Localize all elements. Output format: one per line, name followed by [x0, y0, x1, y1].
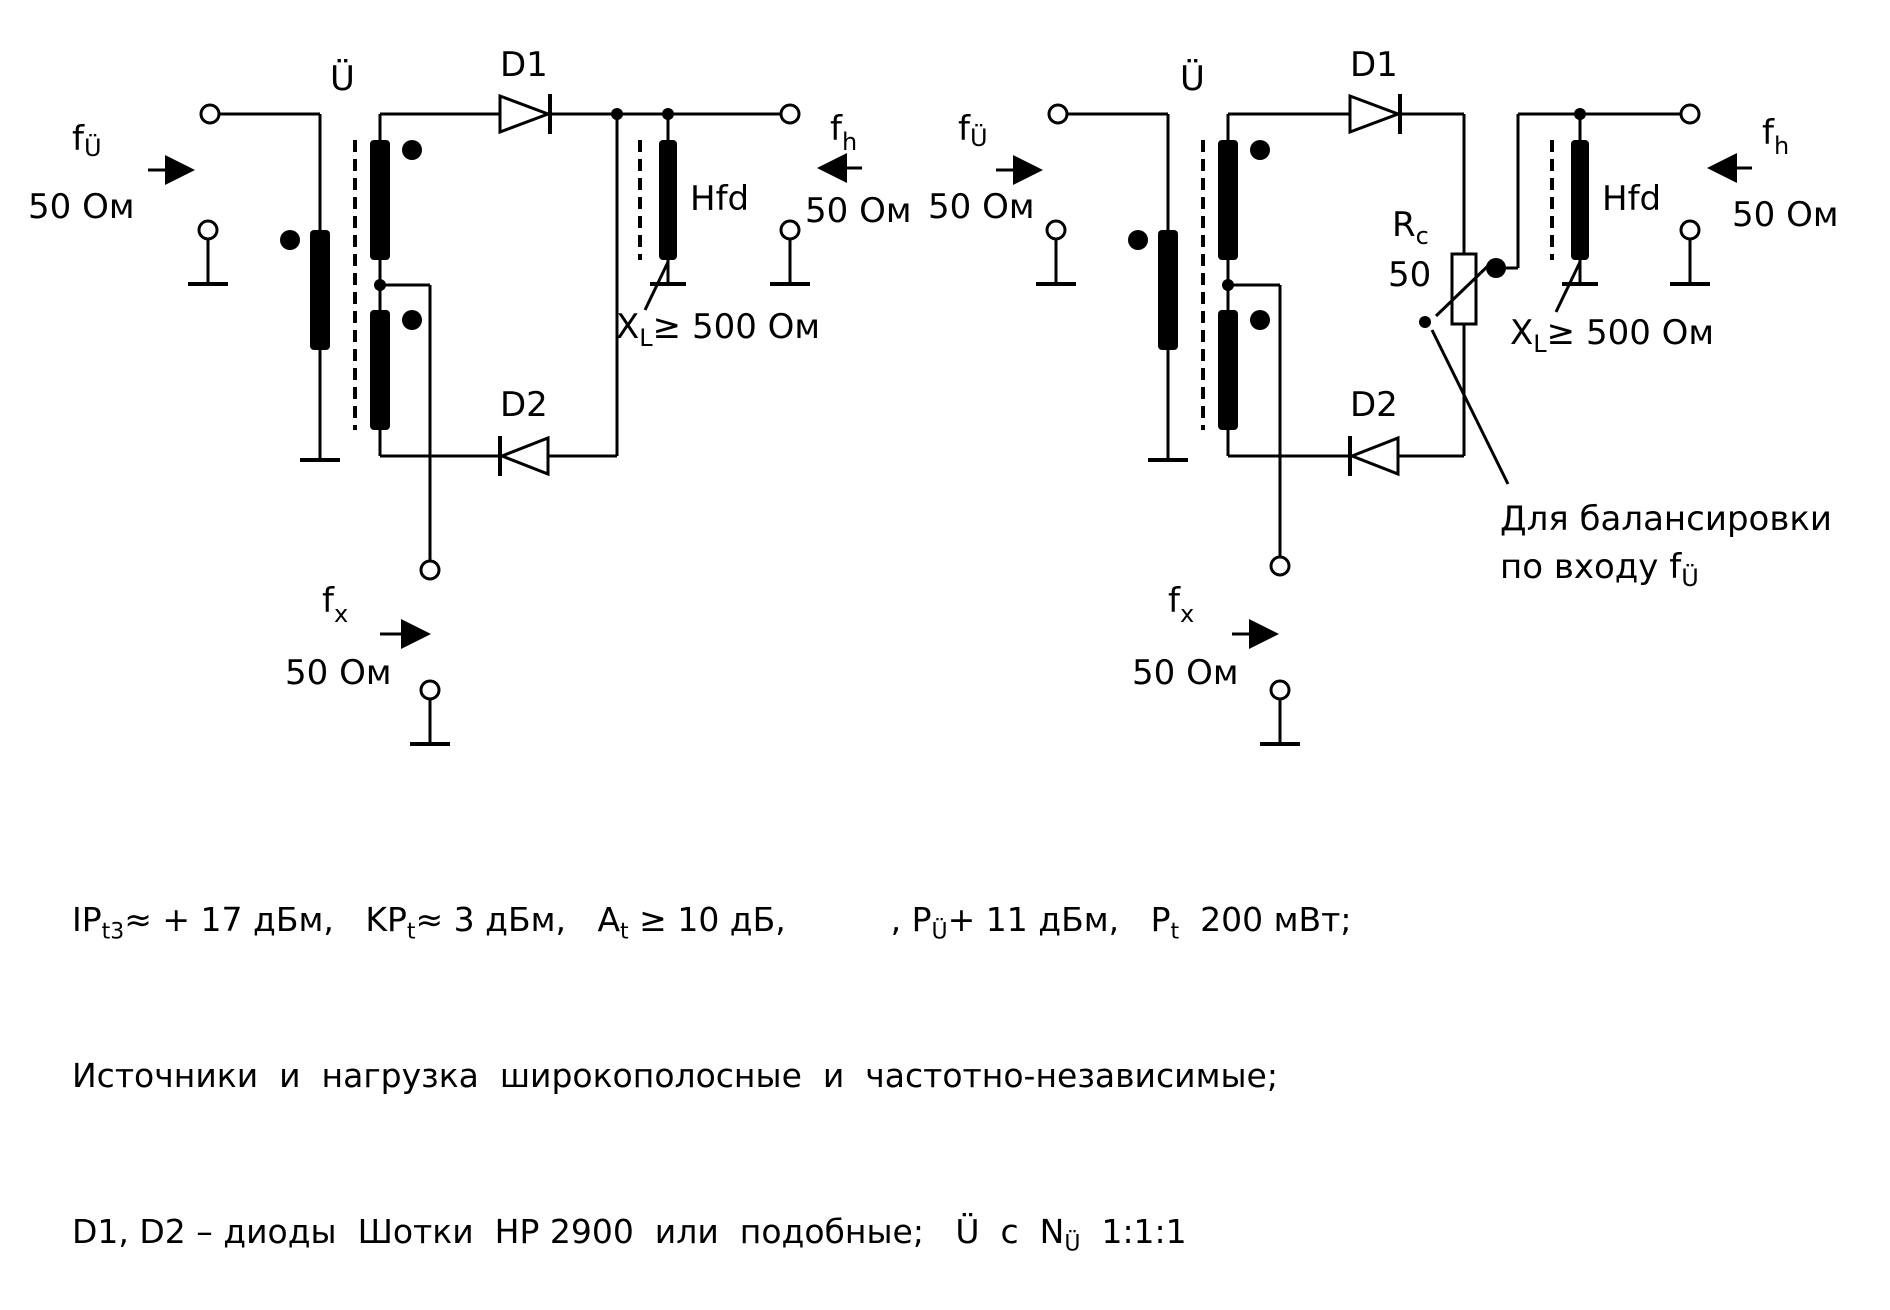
fx-terminal-ground [419, 679, 441, 701]
fh-label-right: fh [1762, 113, 1789, 160]
fh-impedance-right: 50 Ом [1732, 195, 1838, 235]
fu-terminal-ground-right [1045, 219, 1067, 241]
primary-coil [310, 230, 330, 350]
secondary-coil-lower-right [1218, 310, 1238, 430]
mixer-schematic: Ü D1 D2 Hfd XL≥ 500 Ом fÜ 50 Ом fh 50 Ом… [28, 45, 1838, 746]
fx-label: fx [322, 581, 348, 628]
fh-terminal-top [779, 103, 801, 125]
d2-label-right: D2 [1350, 385, 1398, 425]
secondary-coil-upper [370, 140, 390, 260]
spec-line-2: Источники и нагрузка широкополосные и ча… [72, 1056, 1278, 1095]
fu-label-right: fÜ [958, 109, 988, 152]
spec-notes: IPt3≈ + 17 дБм, KPt≈ 3 дБм, At ≥ 10 дБ, … [72, 790, 1351, 1310]
hfd-choke [659, 140, 677, 260]
rc-label: Rc [1392, 205, 1429, 250]
hfd-label: Hfd [690, 179, 749, 219]
fh-impedance: 50 Ом [805, 191, 911, 231]
fx-terminal-top [419, 559, 441, 581]
fh-terminal-ground-right [1679, 219, 1701, 241]
d1-label: D1 [500, 45, 548, 85]
secondary-coil-upper-right [1218, 140, 1238, 260]
fu-impedance-right: 50 Ом [928, 187, 1034, 227]
fx-label-right: fx [1168, 581, 1194, 628]
xl-label: XL≥ 500 Ом [616, 307, 820, 352]
fu-terminal-top [199, 103, 221, 125]
fx-impedance-right: 50 Ом [1132, 653, 1238, 693]
diode-d1-right [1348, 93, 1403, 135]
d1-label-right: D1 [1350, 45, 1398, 85]
hfd-label-right: Hfd [1602, 179, 1661, 219]
fu-terminal-ground [197, 219, 219, 241]
spec-line-1: IPt3≈ + 17 дБм, KPt≈ 3 дБм, At ≥ 10 дБ, … [72, 900, 1352, 945]
fh-terminal-ground [779, 219, 801, 241]
left-circuit: Ü D1 D2 Hfd XL≥ 500 Ом fÜ 50 Ом fh 50 Ом… [28, 45, 911, 746]
d2-label: D2 [500, 385, 548, 425]
spec-line-3: D1, D2 – диоды Шотки HP 2900 или подобны… [72, 1212, 1187, 1257]
fu-label: fÜ [72, 119, 102, 162]
right-circuit: Ü D1 D2 Hfd Rc 50 XL≥ 500 Ом fÜ 50 Ом fh… [928, 45, 1838, 746]
fu-terminal-top-right [1047, 103, 1069, 125]
fu-impedance: 50 Ом [28, 187, 134, 227]
rc-value: 50 [1388, 255, 1431, 295]
fx-terminal-top-right [1269, 555, 1291, 577]
hfd-choke-right [1571, 140, 1589, 260]
balance-note-line2: по входу fÜ [1500, 547, 1699, 592]
fh-terminal-top-right [1679, 103, 1701, 125]
fh-label: fh [830, 109, 857, 156]
diode-d2-right [1347, 435, 1400, 477]
fx-impedance: 50 Ом [285, 653, 391, 693]
transformer-label-right: Ü [1180, 58, 1205, 99]
secondary-coil-lower [370, 310, 390, 430]
primary-coil-right [1158, 230, 1178, 350]
fx-terminal-ground-right [1269, 679, 1291, 701]
balance-note-line1: Для балансировки [1500, 499, 1832, 539]
xl-label-right: XL≥ 500 Ом [1510, 313, 1714, 358]
diode-d1 [498, 93, 553, 135]
transformer-label: Ü [330, 58, 355, 99]
diode-d2 [497, 435, 550, 477]
